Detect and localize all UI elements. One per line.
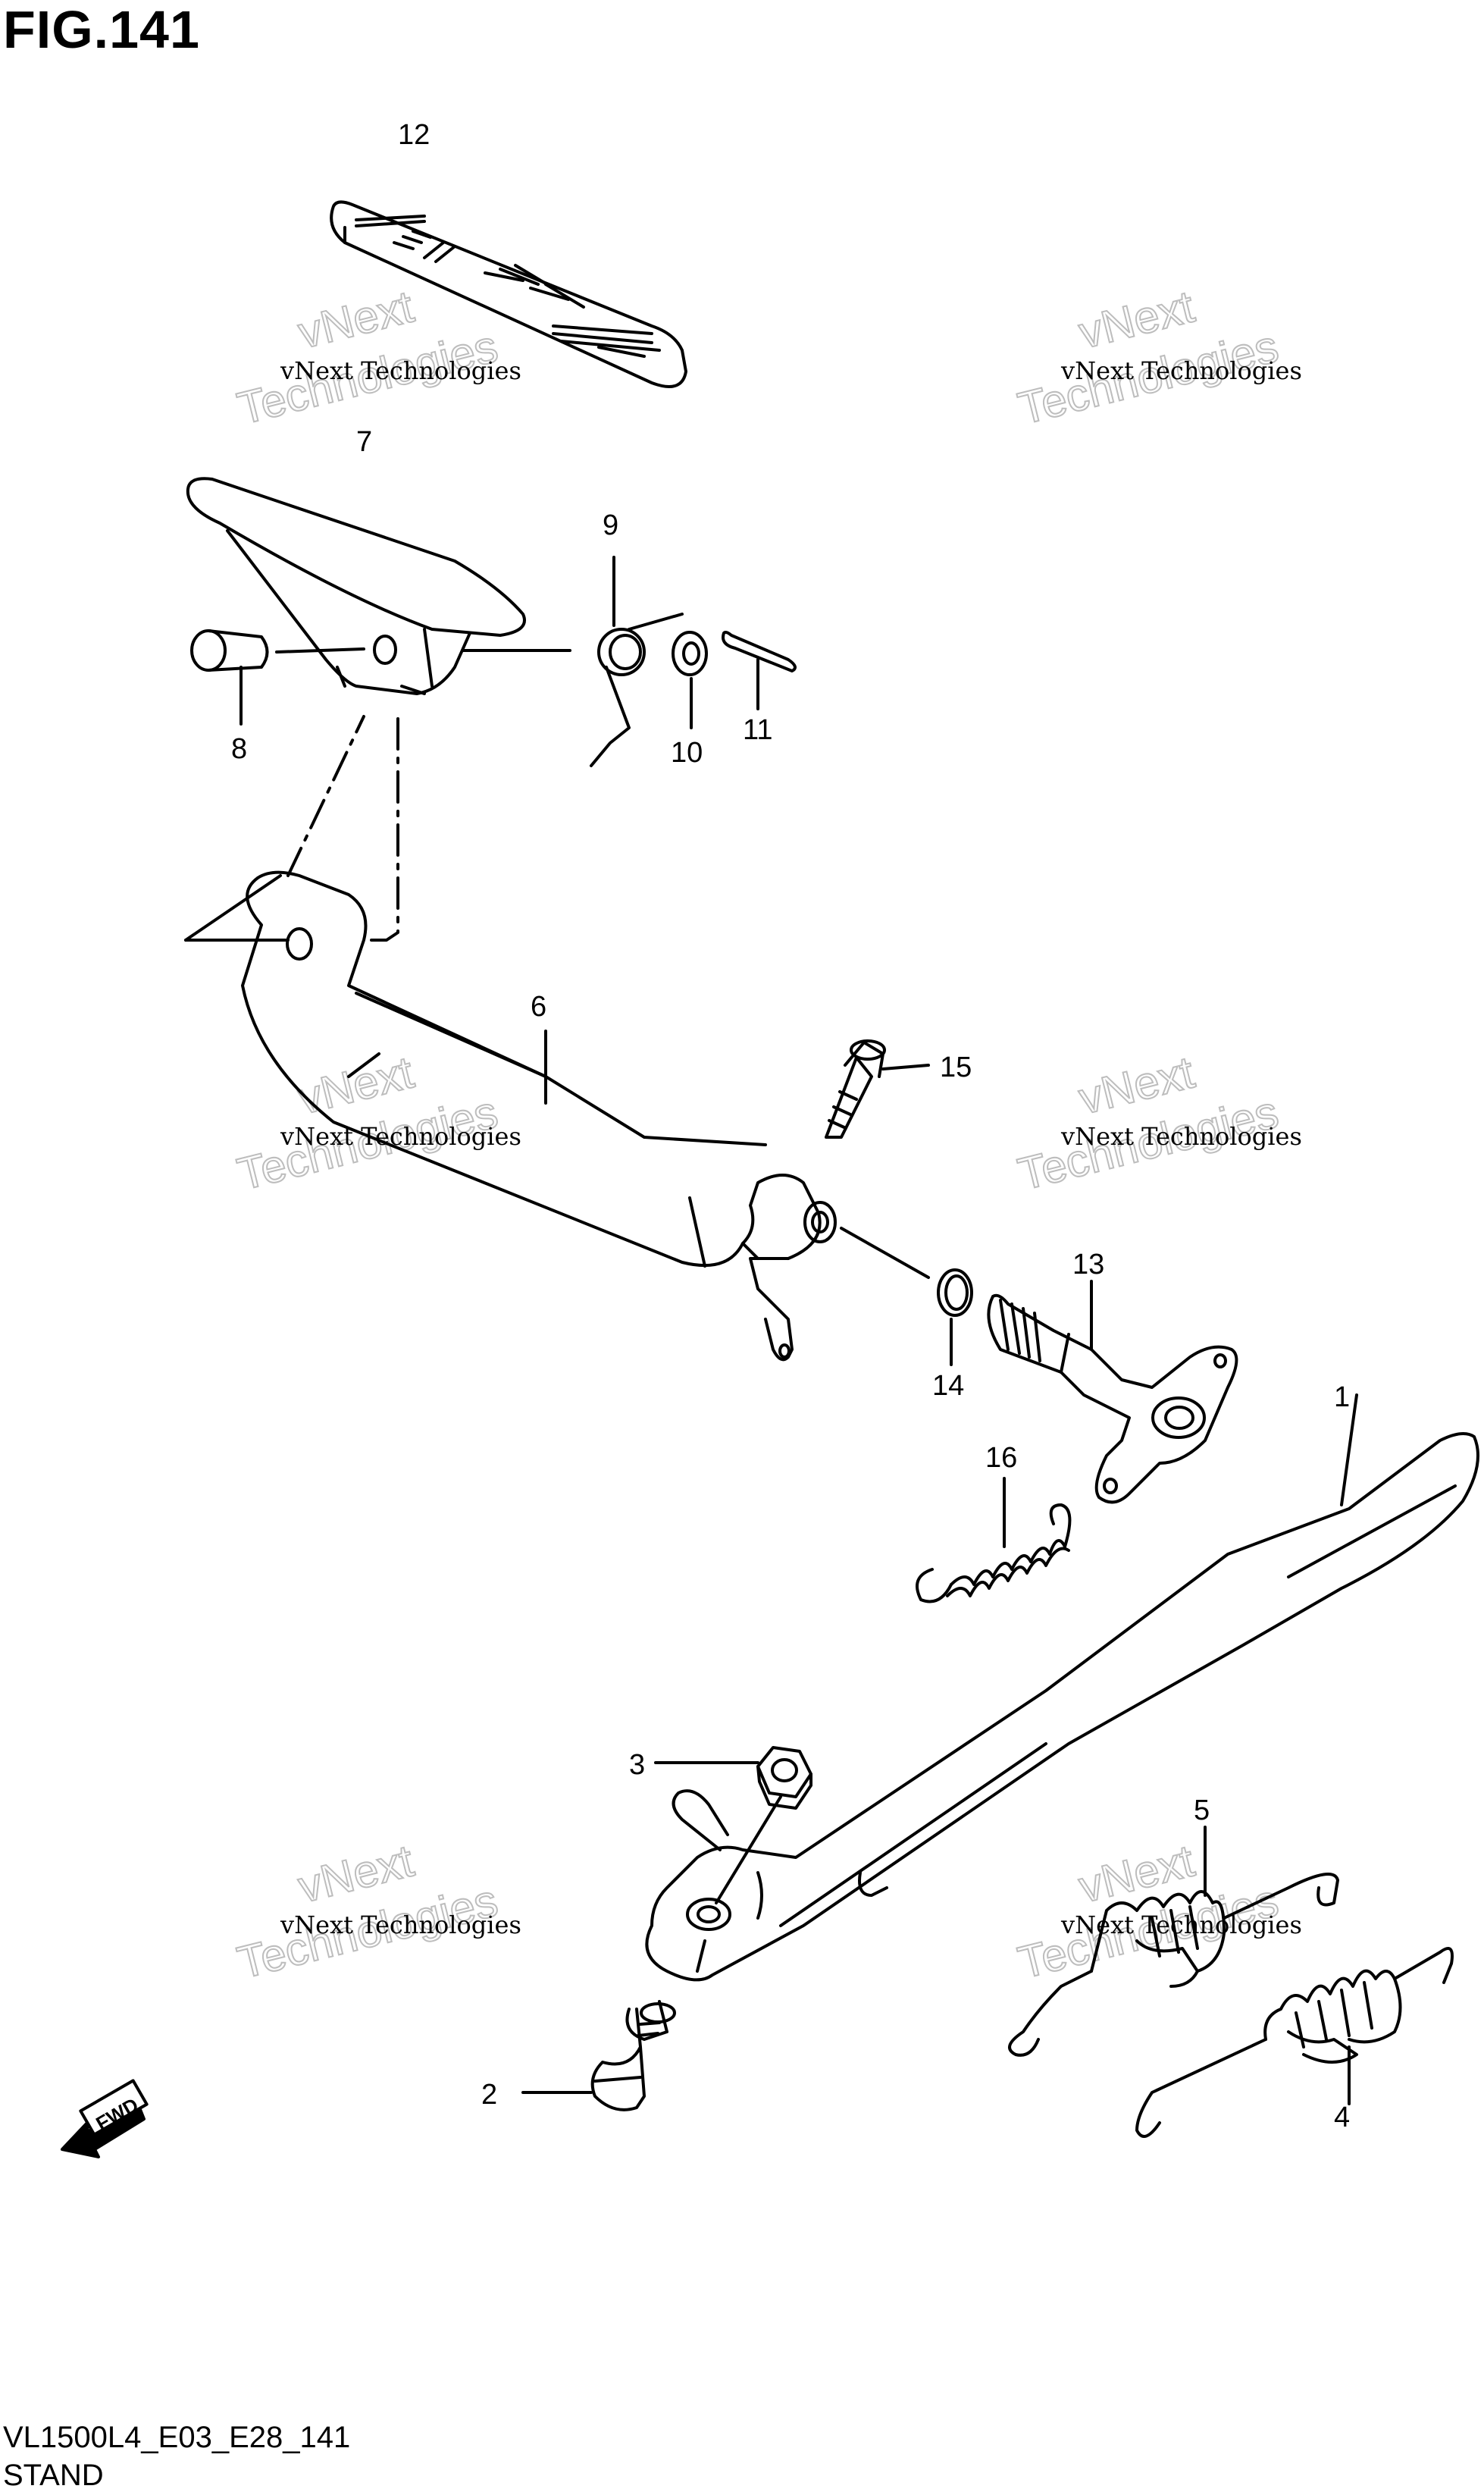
callout-2: 2 [481,2079,497,2111]
callout-9: 9 [603,509,618,541]
watermark: vNext Technologies vNext Technologies [1013,280,1302,434]
callout-3: 3 [629,1749,645,1781]
callout-8: 8 [231,733,247,765]
leader-line [881,1064,930,1070]
part-15-bolt [825,1039,886,1139]
part-14-o-ring [937,1268,973,1317]
watermark-text: vNext Technologies [280,356,521,385]
part-2-pivot-bolt [590,2000,676,2111]
callout-12: 12 [398,119,430,151]
watermark-text: vNext Technologies [280,1911,521,1939]
callout-14: 14 [932,1370,964,1402]
callout-7: 7 [356,426,372,458]
callout-16: 16 [985,1442,1017,1474]
callouts: 1 2 3 4 5 6 7 8 9 10 11 12 13 14 15 16 [231,119,1350,2133]
callout-1: 1 [1334,1381,1350,1413]
figure-title: FIG.141 [3,0,200,59]
leader-line [370,711,399,942]
watermarks: vNext Technologies vNext Technologies vN… [232,280,1302,1989]
figure-name: STAND [3,2459,104,2492]
part-10-washer [672,631,708,676]
watermark-text: vNext Technologies [1060,356,1302,385]
leader-line [1340,1393,1358,1506]
part-5-stand-spring [1008,1873,1339,2057]
watermark: vNext Technologies vNext Technologies [1013,1834,1302,1989]
watermark: vNext Technologies vNext Technologies [232,1834,521,1989]
watermark-text: vNext Technologies [280,1122,521,1151]
part-16-spring [916,1503,1072,1603]
part-1-side-stand [645,1432,1479,1982]
part-4-stand-spring [1135,1947,1454,2138]
part-6-brake-lever [241,870,837,1362]
watermark-text: vNext Technologies [1060,1122,1302,1151]
callout-11: 11 [743,714,772,746]
part-13-pedal-shaft [987,1293,1238,1504]
leader-line [184,874,282,942]
watermark: vNext Technologies vNext Technologies [1013,1045,1302,1200]
fwd-arrow-icon [61,2079,149,2158]
leader-line [715,1795,782,1904]
part-3-nut [756,1746,812,1810]
watermark: vNext Technologies vNext Technologies [232,1045,521,1200]
callout-4: 4 [1334,2102,1350,2133]
watermark-text: vNext Technologies [1060,1911,1302,1939]
leader-line [840,1227,930,1279]
leader-line [275,647,365,654]
callout-13: 13 [1072,1249,1104,1280]
part-8-clevis-pin [190,629,269,672]
part-12-footpeg-rubber [330,200,687,388]
callout-15: 15 [940,1052,972,1083]
part-7-brake-pedal-arm [186,477,526,695]
callout-10: 10 [671,737,703,769]
part-9-return-spring [590,613,684,767]
figure-code: VL1500L4_E03_E28_141 [3,2421,351,2454]
part-11-cotter-pin [722,631,797,672]
callout-5: 5 [1194,1795,1210,1826]
leader-line [286,715,365,877]
callout-6: 6 [531,991,546,1023]
